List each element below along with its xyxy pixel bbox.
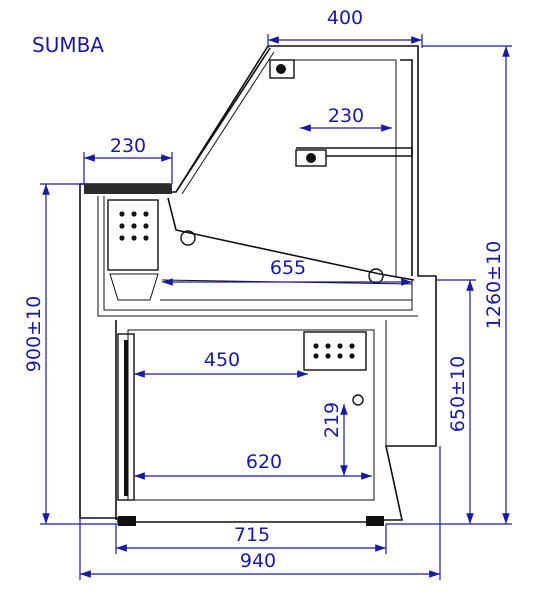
dim-counter-height: 900±10 bbox=[23, 296, 45, 372]
dimension-labels: 400 230 230 655 1260±10 650±10 900±10 45… bbox=[23, 7, 505, 572]
model-title: SUMBA bbox=[32, 33, 104, 57]
dim-display-floor-height: 650±10 bbox=[447, 356, 469, 432]
dim-storage-lower-depth: 620 bbox=[246, 451, 282, 473]
dim-storage-upper-depth: 450 bbox=[204, 349, 240, 371]
dim-overall-height: 1260±10 bbox=[483, 241, 505, 329]
dim-display-depth: 655 bbox=[270, 257, 306, 279]
dim-base-depth: 715 bbox=[234, 524, 270, 546]
dim-counter-depth: 230 bbox=[110, 135, 146, 157]
dim-overall-depth: 940 bbox=[240, 550, 276, 572]
dimension-lines bbox=[40, 34, 512, 580]
cabinet-outline bbox=[79, 45, 437, 526]
dim-top-width: 400 bbox=[327, 7, 363, 29]
dim-storage-gap-height: 219 bbox=[321, 402, 343, 438]
dim-glass-shelf-depth: 230 bbox=[328, 105, 364, 127]
